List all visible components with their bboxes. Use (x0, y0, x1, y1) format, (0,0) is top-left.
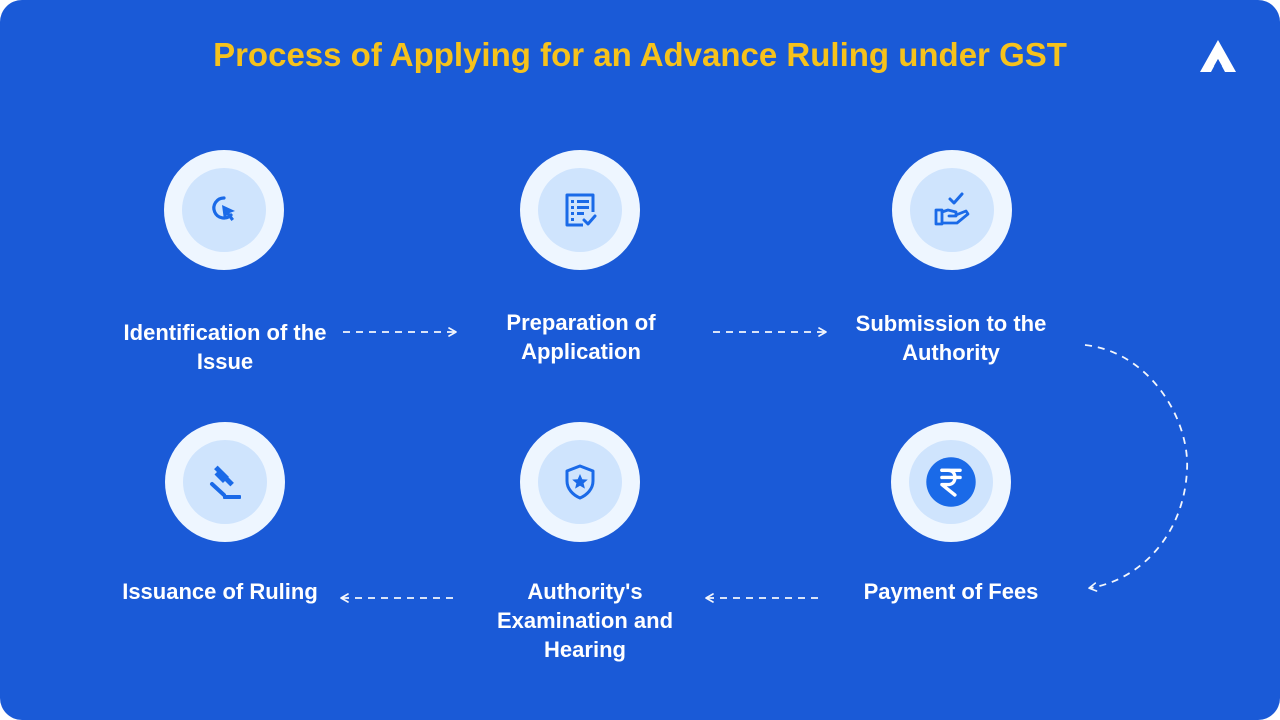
gavel-icon (210, 465, 241, 499)
shield-star-icon (565, 464, 595, 500)
step-4-icon-circle (891, 422, 1011, 542)
rupee-coin-icon (926, 457, 976, 507)
step-1-label: Identification of the Issue (123, 320, 327, 374)
step-4-label: Payment of Fees (863, 579, 1039, 604)
hand-check-icon (934, 192, 970, 226)
step-5-icon-circle (520, 422, 640, 542)
step-6-icon-circle (165, 422, 285, 542)
arrow-step3-to-step4 (1084, 344, 1188, 592)
step-3-icon-circle (892, 150, 1012, 270)
step-3-label: Submission to the Authority (855, 311, 1047, 365)
step-5-label: Authority's Examination and Hearing (496, 579, 674, 662)
page-title: Process of Applying for an Advance Rulin… (213, 36, 1067, 73)
cursor-click-icon (212, 196, 235, 221)
step-1-icon-circle (164, 150, 284, 270)
document-checklist-icon (565, 193, 597, 227)
step-2-label: Preparation of Application (506, 310, 656, 364)
brand-logo-icon (1200, 40, 1236, 72)
step-6-label: Issuance of Ruling (122, 579, 318, 604)
step-2-icon-circle (520, 150, 640, 270)
